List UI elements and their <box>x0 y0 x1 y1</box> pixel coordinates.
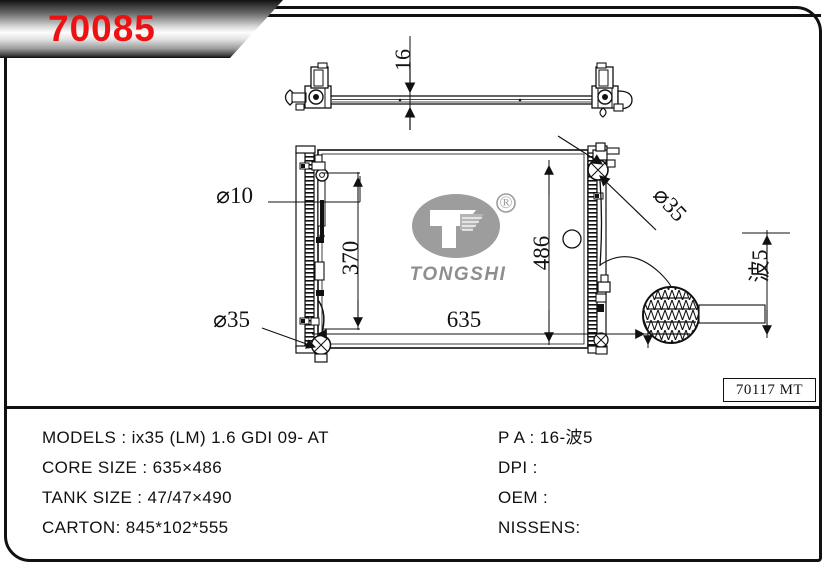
spec-core-size: CORE SIZE : 635×486 <box>42 458 223 477</box>
spec-nissens: NISSENS: <box>498 518 581 537</box>
spec-dpi: DPI : <box>498 458 538 477</box>
dim-port-diameter-bottom-left: ⌀35 <box>213 307 250 332</box>
dim-port-diameter-top-right: ⌀35 <box>648 182 691 226</box>
radiator-technical-drawing: 16 ⌀10 370 486 635 ⌀35 ⌀35 波5 <box>213 36 790 363</box>
specifications-panel: MODELS : ix35 (LM) 1.6 GDI 09- AT CORE S… <box>4 409 822 562</box>
dim-top-thickness: 16 <box>390 49 415 71</box>
spec-carton: CARTON: 845*102*555 <box>42 518 229 537</box>
drawing-number-box: 70117 MT <box>723 378 816 402</box>
dim-overall-height: 486 <box>529 236 554 271</box>
spec-oem: OEM : <box>498 488 549 507</box>
dim-core-height: 370 <box>338 241 363 276</box>
dim-inlet-diameter-left: ⌀10 <box>216 183 253 208</box>
header-banner <box>0 0 283 58</box>
spec-tank-size: TANK SIZE : 47/47×490 <box>42 488 232 507</box>
banner-rule <box>265 14 821 17</box>
spec-column-left: MODELS : ix35 (LM) 1.6 GDI 09- AT CORE S… <box>4 409 474 562</box>
spec-models: MODELS : ix35 (LM) 1.6 GDI 09- AT <box>42 428 329 447</box>
spec-pa: P A : 16-波5 <box>498 428 593 447</box>
part-number-title: 70085 <box>48 8 156 49</box>
panel-divider <box>4 406 822 409</box>
spec-column-right: P A : 16-波5 DPI : OEM : NISSENS: <box>474 409 822 562</box>
dim-fin-pitch: 波5 <box>747 249 772 282</box>
drawing-number-text: 70117 MT <box>735 381 804 398</box>
dim-core-width: 635 <box>447 307 482 332</box>
